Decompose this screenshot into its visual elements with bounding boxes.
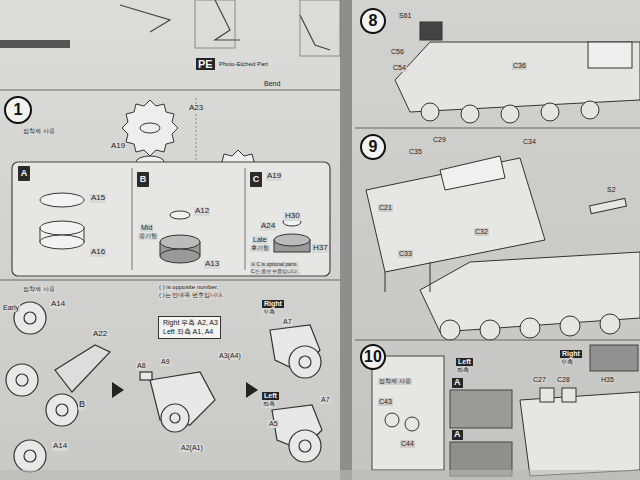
part-label: Late — [252, 236, 268, 244]
part-label: Early — [2, 304, 20, 312]
option-tag: C — [250, 172, 262, 187]
part-label: A23 — [188, 104, 204, 113]
part-label: A15 — [90, 194, 106, 203]
part-label: S61 — [398, 12, 412, 20]
part-label: A13 — [204, 260, 220, 269]
part-label: C35 — [408, 148, 423, 156]
tag-label: PE — [196, 58, 215, 70]
part-label: A24 — [260, 222, 276, 231]
part-label: C33 — [398, 250, 413, 258]
part-label: C56 — [390, 48, 405, 56]
part-label: C32 — [474, 228, 489, 236]
part-label: 우측 — [262, 309, 276, 316]
part-label: ( ) is opposite number. — [158, 284, 219, 291]
tag-label: A — [452, 378, 463, 388]
part-label: A9 — [160, 358, 171, 366]
part-label: ( )는 반대쪽 번호입니다. — [158, 292, 225, 299]
part-label: Bend — [263, 80, 281, 88]
part-label: 좌측 — [262, 401, 276, 408]
part-label: A16 — [90, 248, 106, 257]
part-label: C28 — [556, 376, 571, 384]
part-label: H35 — [600, 376, 615, 384]
step-number: 1 — [4, 96, 32, 124]
part-label: Photo-Etched Part — [218, 61, 269, 68]
part-label: 후기형 — [250, 245, 270, 252]
part-label: C34 — [522, 138, 537, 146]
node-text: 9 — [369, 138, 378, 156]
option-tag: B — [137, 172, 149, 187]
step-number: 10 — [360, 344, 386, 370]
part-label: A2(A1) — [180, 444, 204, 452]
tag-label: Left — [262, 392, 279, 400]
node-text: A — [21, 168, 28, 178]
part-label: 접착제 사용 — [22, 286, 56, 293]
part-label: 중기형 — [138, 233, 158, 240]
tag-label: Right — [560, 350, 582, 358]
node-text: C — [253, 174, 260, 184]
part-label: A22 — [92, 330, 108, 339]
part-label: A7 — [282, 318, 293, 326]
part-label: S2 — [606, 186, 617, 194]
step-number: 8 — [360, 8, 386, 34]
part-label: A19 — [266, 172, 282, 181]
node-text: 8 — [369, 12, 378, 30]
part-label: C44 — [400, 440, 415, 448]
part-label: C36 — [512, 62, 527, 70]
node-text: 10 — [364, 348, 382, 366]
part-label: A7 — [320, 396, 331, 404]
part-label: H30 — [284, 212, 301, 221]
part-label: C21 — [378, 204, 393, 212]
part-label: 우측 — [560, 359, 574, 366]
part-label: A8 — [136, 362, 147, 370]
part-label: 접착제 사용 — [22, 128, 56, 135]
note-box: Right 우측 A2, A3Left 좌측 A1, A4 — [158, 316, 221, 339]
part-label: A14 — [50, 300, 66, 309]
part-label: A5 — [268, 420, 279, 428]
node-text: 1 — [14, 101, 23, 119]
tag-label: A — [452, 430, 463, 440]
part-label: H37 — [312, 244, 329, 253]
part-label: Mid — [140, 224, 153, 232]
node-text: B — [140, 174, 147, 184]
part-label: C29 — [432, 136, 447, 144]
tag-label: Left — [456, 358, 473, 366]
node-text: Right 우측 A2, A3 — [163, 319, 218, 327]
part-label: C43 — [378, 398, 393, 406]
step-number: 9 — [360, 134, 386, 160]
node-text: Left 좌측 A1, A4 — [163, 328, 213, 336]
part-label: 좌측 — [456, 367, 470, 374]
part-label: A19 — [110, 142, 126, 151]
part-label: C는 옵션 부품입니다. — [250, 269, 300, 275]
part-label: C27 — [532, 376, 547, 384]
part-label: A14 — [52, 442, 68, 451]
part-label: A3(A4) — [218, 352, 242, 360]
part-label: 접착제 사용 — [378, 378, 412, 385]
option-tag: A — [18, 166, 30, 181]
part-label: C54 — [392, 64, 407, 72]
tag-label: Right — [262, 300, 284, 308]
part-label: A12 — [194, 207, 210, 216]
part-label: ※ C is optional parts. — [250, 262, 299, 268]
part-label: B — [78, 400, 86, 410]
